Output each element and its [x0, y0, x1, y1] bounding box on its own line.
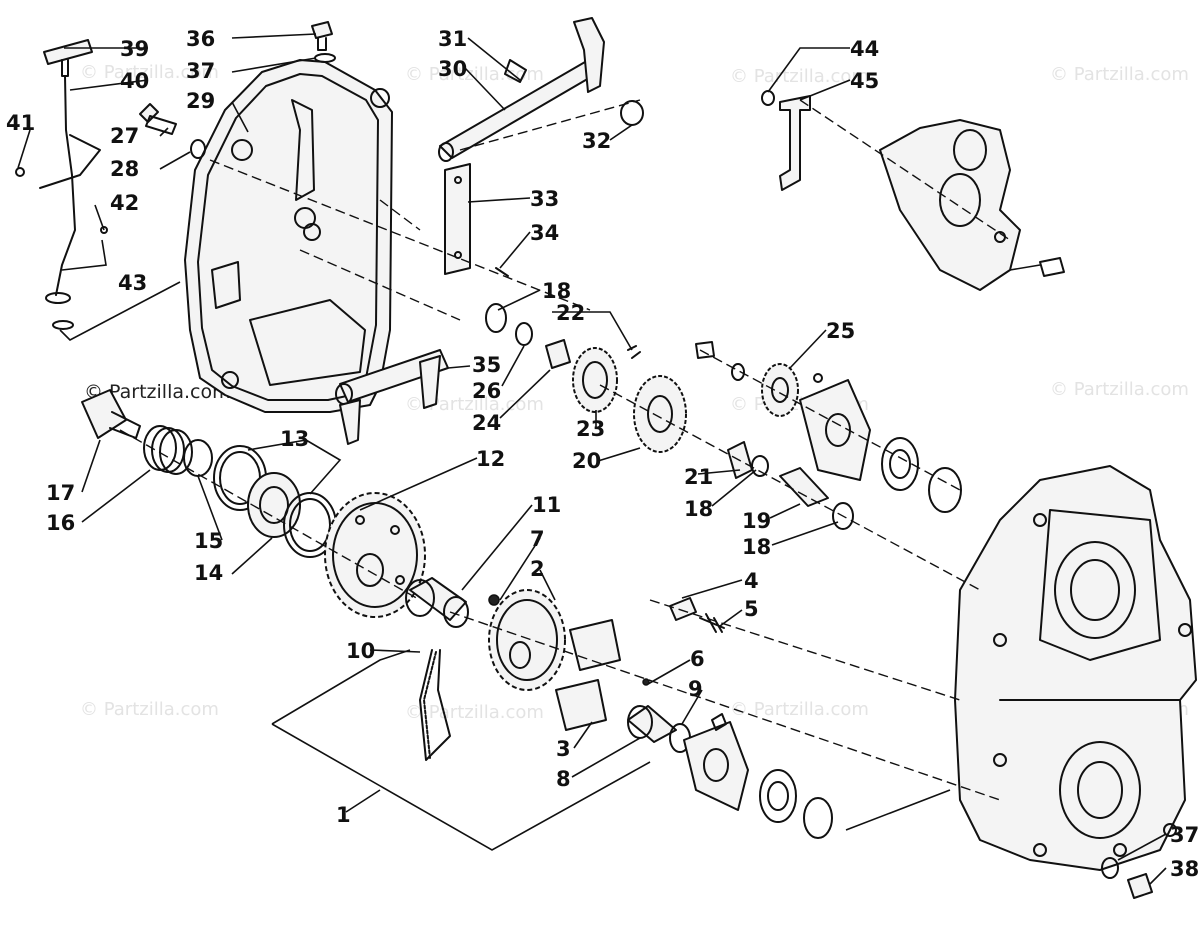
callout-26: 26: [472, 379, 501, 403]
bolt-washer: [139, 103, 206, 159]
upper-gear-plate: [695, 341, 962, 513]
callout-18-top: 18: [542, 279, 571, 303]
callout-35: 35: [472, 353, 501, 377]
callout-11: 11: [532, 493, 561, 517]
watermark-9: © Partzilla.com: [405, 702, 544, 723]
watermark-2: © Partzilla.com: [405, 64, 544, 85]
callout-21: 21: [684, 465, 713, 489]
callout-45: 45: [850, 69, 879, 93]
watermark-1: © Partzilla.com: [80, 62, 219, 83]
sprocket: [324, 492, 426, 618]
callout-36: 36: [186, 27, 215, 51]
callout-3: 3: [556, 737, 571, 761]
callout-32: 32: [582, 129, 611, 153]
callout-27: 27: [110, 124, 139, 148]
callout-43: 43: [118, 271, 147, 295]
watermark-7: © Partzilla.com: [1050, 379, 1189, 400]
callout-31: 31: [438, 27, 467, 51]
callout-9: 9: [688, 677, 703, 701]
watermark-3: © Partzilla.com: [730, 66, 869, 87]
callout-33: 33: [530, 187, 559, 211]
callout-25: 25: [826, 319, 855, 343]
callout-1: 1: [336, 803, 351, 827]
callout-5: 5: [744, 597, 759, 621]
plunger-spring: [669, 597, 725, 633]
dipstick-assembly: [15, 39, 108, 330]
callout-6: 6: [690, 647, 705, 671]
callout-18-mid: 18: [684, 497, 713, 521]
leader-lines: [17, 33, 1167, 885]
driven-gear: [488, 589, 566, 691]
callout-37-bottom: 37: [1170, 823, 1199, 847]
callout-39: 39: [120, 37, 149, 61]
callout-38: 38: [1170, 857, 1199, 881]
callout-34: 34: [530, 221, 559, 245]
callout-13: 13: [280, 427, 309, 451]
callout-40: 40: [120, 69, 149, 93]
thrust-bearing: [213, 445, 337, 558]
callout-12: 12: [476, 447, 505, 471]
callout-4: 4: [744, 569, 759, 593]
watermark-10: © Partzilla.com: [730, 699, 869, 720]
callout-19: 19: [742, 509, 771, 533]
callout-2: 2: [530, 557, 545, 581]
callout-14: 14: [194, 561, 223, 585]
callout-37-top: 37: [186, 59, 215, 83]
assembly-bracket: [271, 649, 651, 851]
watermark-4: © Partzilla.com: [1050, 64, 1189, 85]
callouts: 39 40 41 42 43 36 37 29 27 28 31 30 32 3…: [6, 27, 1199, 881]
callout-29: 29: [186, 89, 215, 113]
callout-18-low: 18: [742, 535, 771, 559]
lower-bearing-plate: [683, 713, 833, 839]
callout-41: 41: [6, 111, 35, 135]
chaincase-housing: [954, 465, 1197, 871]
top-right-bracket: [761, 90, 1065, 291]
callout-24: 24: [472, 411, 501, 435]
callout-30: 30: [438, 57, 467, 81]
callout-16: 16: [46, 511, 75, 535]
assembly-lines: [59, 99, 1041, 831]
needle-bearing: [627, 705, 691, 753]
idler-stack: [485, 303, 854, 530]
splined-hub: [405, 577, 469, 628]
chaincase-cover: [184, 59, 393, 413]
callout-44: 44: [850, 37, 879, 61]
callout-22: 22: [556, 301, 585, 325]
callout-42: 42: [110, 191, 139, 215]
plate: [444, 163, 509, 277]
watermark-8: © Partzilla.com: [80, 699, 219, 720]
callout-20: 20: [572, 449, 601, 473]
callout-10: 10: [346, 639, 375, 663]
callout-7: 7: [530, 527, 545, 551]
callout-17: 17: [46, 481, 75, 505]
callout-8: 8: [556, 767, 571, 791]
drain-plug: [1101, 857, 1153, 899]
watermark-prominent: © Partzilla.com: [84, 381, 231, 403]
chain: [419, 649, 451, 761]
top-bolt: [311, 21, 336, 63]
callout-23: 23: [576, 417, 605, 441]
callout-15: 15: [194, 529, 223, 553]
lever: [335, 349, 449, 445]
callout-28: 28: [110, 157, 139, 181]
